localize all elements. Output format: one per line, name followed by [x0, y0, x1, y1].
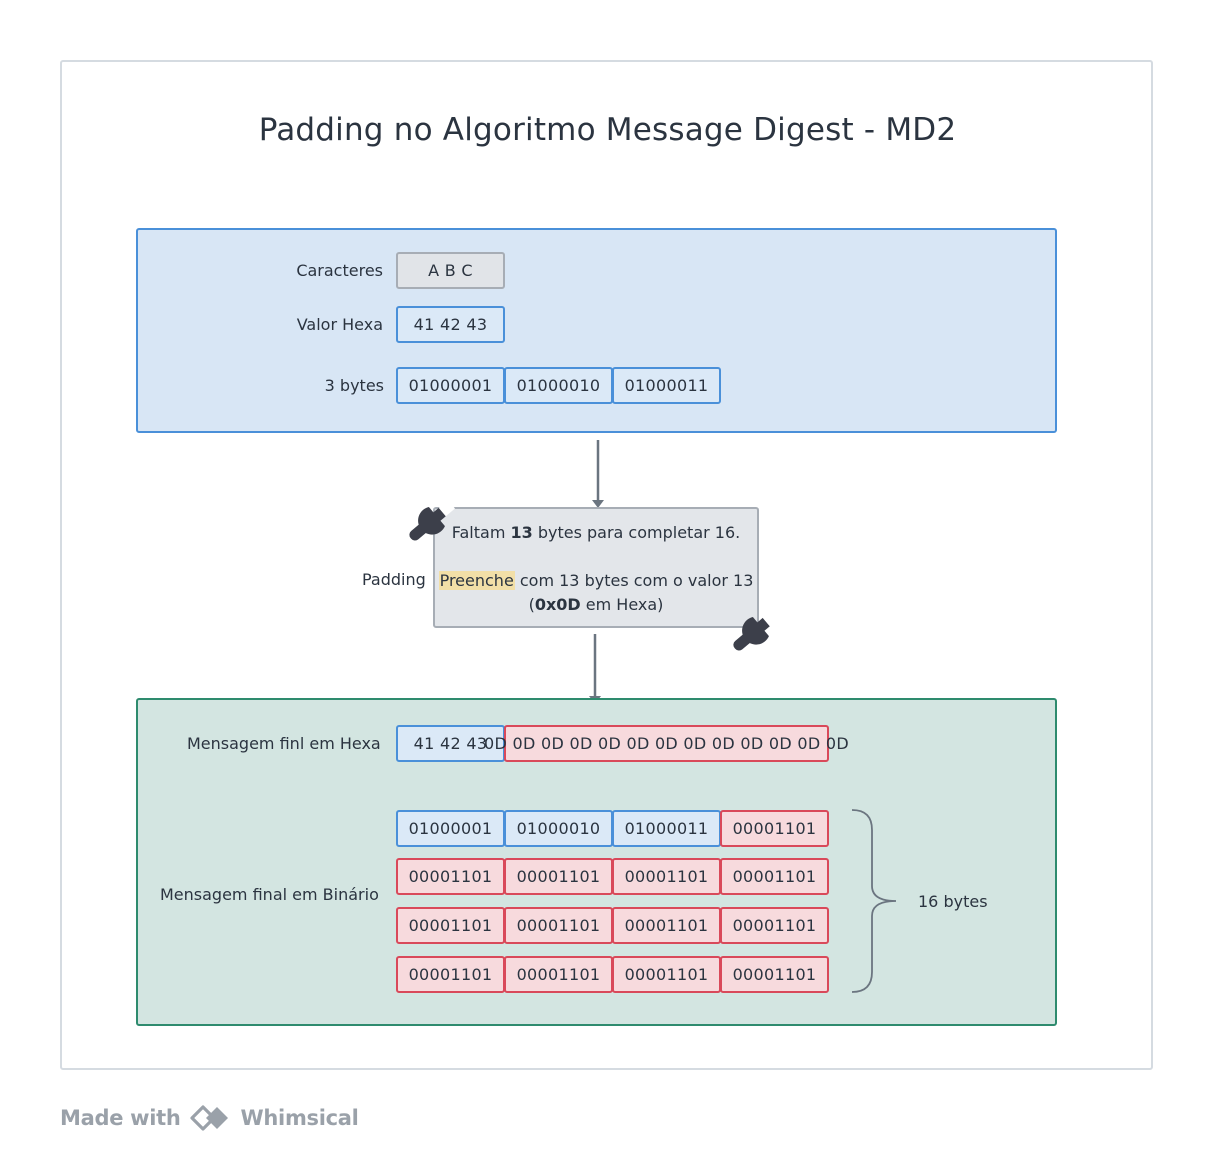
binary-byte-box: 01000011 — [612, 810, 721, 847]
whimsical-logo-icon — [189, 1105, 228, 1131]
binary-padding-box: 00001101 — [504, 956, 613, 993]
final-binary-label: Mensagem final em Binário — [160, 885, 379, 904]
padding-hex-text: (0x0D em Hexa) — [528, 595, 664, 614]
binary-byte-box: 01000010 — [504, 810, 613, 847]
padding-fill-text: Preenche com 13 bytes com o valor 13 — [438, 571, 754, 590]
hex-value-box: 41 42 43 — [396, 306, 505, 343]
hex-label: Valor Hexa — [296, 315, 383, 334]
binary-padding-box: 00001101 — [720, 956, 829, 993]
padding-missing-text: Faltam 13 bytes para completar 16. — [451, 523, 741, 542]
binary-padding-box: 00001101 — [504, 858, 613, 895]
binary-padding-box: 00001101 — [720, 858, 829, 895]
made-with-text: Made with — [60, 1106, 181, 1130]
binary-byte-box: 01000001 — [396, 810, 505, 847]
binary-padding-box: 00001101 — [612, 907, 721, 944]
final-hex-label: Mensagem finl em Hexa — [187, 734, 381, 753]
binary-padding-box: 00001101 — [720, 810, 829, 847]
curly-brace — [851, 809, 897, 993]
binary-padding-box: 00001101 — [612, 956, 721, 993]
input-byte-box: 01000001 — [396, 367, 505, 404]
padding-box: Faltam 13 bytes para completar 16. Preen… — [433, 507, 759, 628]
whimsical-brand-text: Whimsical — [240, 1106, 359, 1130]
binary-padding-box: 00001101 — [504, 907, 613, 944]
down-arrow — [592, 440, 604, 508]
binary-padding-box: 00001101 — [720, 907, 829, 944]
bytes-label: 3 bytes — [324, 376, 384, 395]
input-byte-box: 01000011 — [612, 367, 721, 404]
chars-label: Caracteres — [296, 261, 383, 280]
binary-padding-box: 00001101 — [396, 907, 505, 944]
sixteen-bytes-label: 16 bytes — [918, 892, 988, 911]
final-hex-padding-box: 0D 0D 0D 0D 0D 0D 0D 0D 0D 0D 0D 0D 0D — [484, 725, 849, 762]
diagram-title: Padding no Algoritmo Message Digest - MD… — [258, 112, 957, 148]
wrench-icon — [733, 610, 780, 651]
binary-padding-box: 00001101 — [612, 858, 721, 895]
chars-value-box: A B C — [396, 252, 505, 289]
padding-label: Padding — [362, 570, 426, 589]
down-arrow — [589, 634, 601, 704]
input-byte-box: 01000010 — [504, 367, 613, 404]
binary-padding-box: 00001101 — [396, 858, 505, 895]
made-with-whimsical[interactable]: Made with Whimsical — [60, 1103, 359, 1133]
wrench-icon — [409, 500, 456, 541]
binary-padding-box: 00001101 — [396, 956, 505, 993]
